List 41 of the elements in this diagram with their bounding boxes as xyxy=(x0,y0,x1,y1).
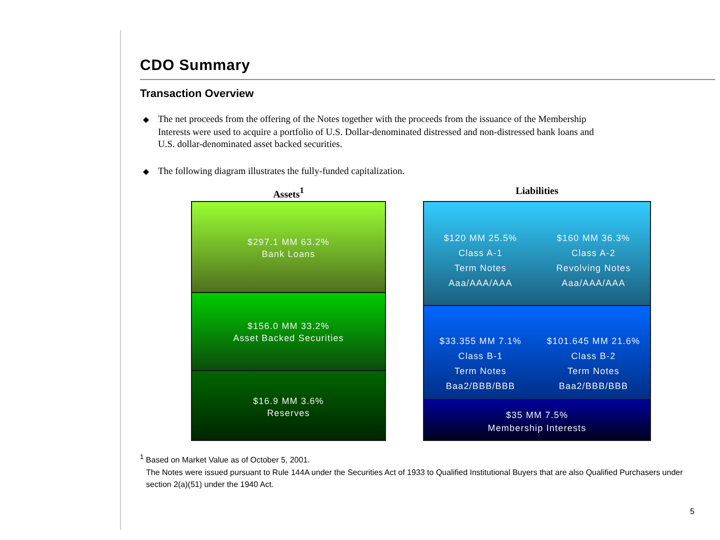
amount-label: $297.1 MM 63.2% xyxy=(247,236,330,248)
note-type-label: Term Notes xyxy=(567,365,620,378)
bar-segment xyxy=(424,202,537,305)
bar-segment xyxy=(192,292,385,370)
rating-label: Aaa/AAA/AAA xyxy=(448,277,512,290)
amount-label: $160 MM 36.3% xyxy=(556,232,630,245)
column-heading: Liabilities xyxy=(514,186,560,197)
amount-label: $120 MM 25.5% xyxy=(444,232,518,245)
bar-segment xyxy=(192,202,385,292)
bar-segment xyxy=(537,202,650,305)
amount-label: $156.0 MM 33.2% xyxy=(247,320,330,332)
bar-segment xyxy=(424,305,537,399)
bar-segment xyxy=(192,370,385,440)
note-type-label: Revolving Notes xyxy=(556,262,631,275)
amount-label: $33.355 MM 7.1% xyxy=(439,335,522,348)
tranche-label: Class A-1 xyxy=(458,247,502,260)
bullet-text: The net proceeds from the offering of the Notes together with the proceeds from the issuance of the Membership Interests were used to acquire a portfolio of U.S. Dollar-denominated distressed and non-distressed bank loans and U.S. dollar-denominated asset backed securities. xyxy=(158,114,595,152)
column-heading: Assets$^{1}$ xyxy=(272,186,305,200)
rating-label: Aaa/AAA/AAA xyxy=(562,277,626,290)
tranche-label: Membership Interests xyxy=(488,422,586,435)
footnote-text: $^{1}$ Based on Market Value as of October 5, 2001. xyxy=(140,453,311,467)
tranche-label: Asset Backed Securities xyxy=(233,332,344,344)
section-heading: Transaction Overview xyxy=(140,88,254,100)
bullet-text: The following diagram illustrates the fully-funded capitalization. xyxy=(158,166,406,178)
rating-label: Baa2/BBB/BBB xyxy=(446,380,516,393)
tranche-label: Bank Loans xyxy=(262,248,316,260)
tranche-label: Reserves xyxy=(267,407,310,419)
slide-title: CDO Summary xyxy=(140,57,250,74)
bar-segment xyxy=(424,399,650,440)
footnote-text: The Notes were issued pursuant to Rule 144A under the Securities Act of 1933 to Qualified Institutional Buyers that are also Qualified Purchasers under section 2(a)(51) under the 1940 Act. xyxy=(146,467,684,491)
amount-label: $16.9 MM 3.6% xyxy=(253,395,324,407)
note-type-label: Term Notes xyxy=(454,262,506,275)
tranche-label: Class A-2 xyxy=(572,247,616,260)
note-type-label: Term Notes xyxy=(454,365,506,378)
rating-label: Baa2/BBB/BBB xyxy=(558,380,628,393)
bar-segment xyxy=(537,305,650,399)
amount-label: $35 MM 7.5% xyxy=(506,409,568,422)
tranche-label: Class B-1 xyxy=(458,350,503,363)
amount-label: $101.645 MM 21.6% xyxy=(546,335,640,348)
page-number: 5 xyxy=(690,507,694,516)
tranche-label: Class B-2 xyxy=(571,350,616,363)
